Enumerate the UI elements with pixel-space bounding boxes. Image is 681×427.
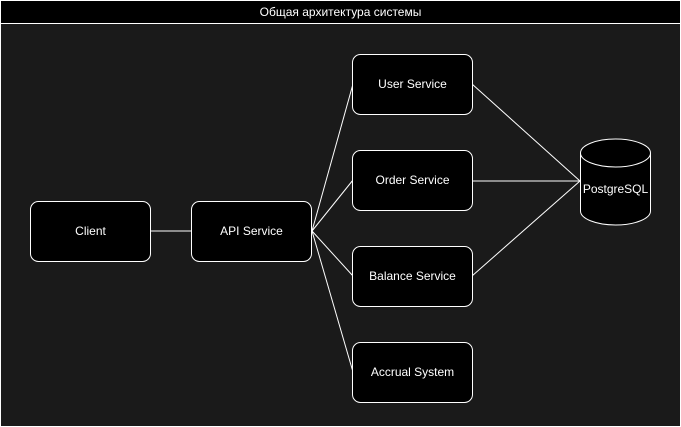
edge-user-db — [471, 83, 581, 182]
api-service-node[interactable]: API Service — [191, 201, 312, 262]
accrual-system-node[interactable]: Accrual System — [352, 342, 473, 403]
client-node[interactable]: Client — [30, 201, 151, 262]
user-service-node[interactable]: User Service — [352, 54, 473, 115]
edge-balance-db — [471, 180, 581, 277]
edge-api-user — [311, 83, 354, 232]
edge-api-balance — [311, 230, 354, 277]
accrual-system-label: Accrual System — [371, 365, 454, 379]
client-label: Client — [75, 224, 106, 238]
postgresql-label: PostgreSQL — [583, 182, 649, 196]
edge-api-accrual — [311, 230, 354, 373]
edge-api-order — [311, 179, 354, 232]
database-cylinder-top — [580, 138, 651, 168]
user-service-label: User Service — [378, 77, 447, 91]
api-service-label: API Service — [220, 224, 283, 238]
postgresql-database-node[interactable]: PostgreSQL — [580, 138, 651, 226]
balance-service-node[interactable]: Balance Service — [352, 246, 473, 307]
connectors — [151, 83, 581, 373]
order-service-node[interactable]: Order Service — [352, 150, 473, 211]
database-cylinder-icon — [580, 153, 651, 226]
balance-service-label: Balance Service — [369, 269, 456, 283]
order-service-label: Order Service — [375, 173, 449, 187]
diagram-title: Общая архитектура системы — [1, 1, 680, 24]
